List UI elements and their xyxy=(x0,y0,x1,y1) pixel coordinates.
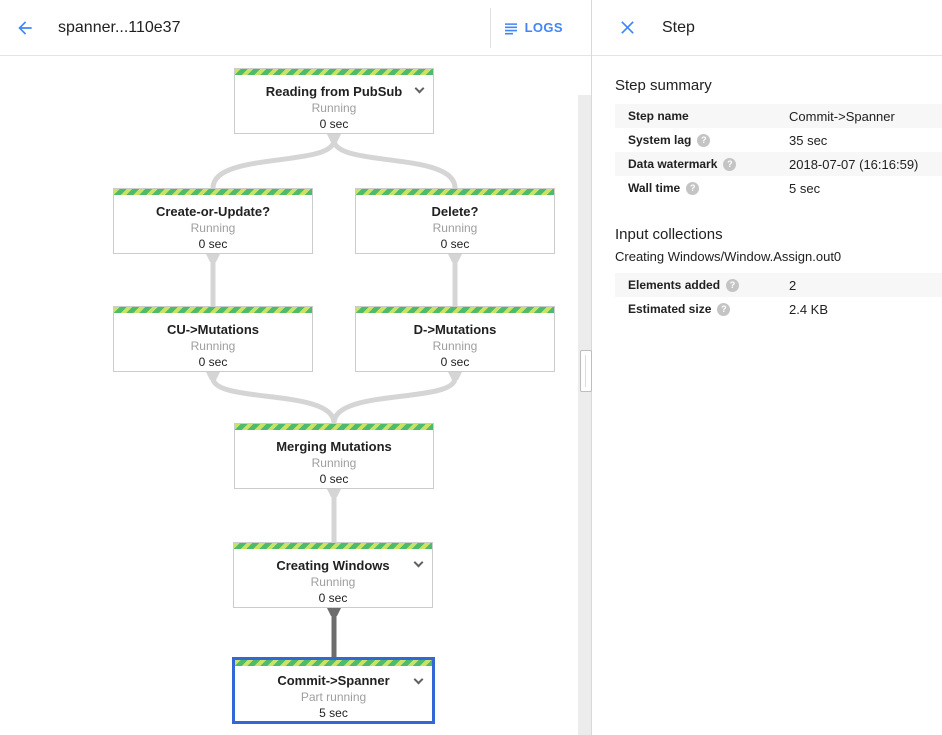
running-progress-stripe xyxy=(235,660,432,666)
panel-resize-handle[interactable] xyxy=(580,350,592,392)
back-button[interactable] xyxy=(12,15,38,41)
node-title: Reading from PubSub xyxy=(265,84,403,99)
property-label-text: Wall time xyxy=(628,181,681,195)
edge-stub xyxy=(327,134,341,142)
help-icon[interactable]: ? xyxy=(726,278,740,292)
graph-edges xyxy=(206,134,462,657)
property-label: Wall time? xyxy=(628,181,789,195)
property-label: Estimated size? xyxy=(628,302,789,316)
graph-node-delete[interactable]: Delete? Running 0 sec xyxy=(355,188,555,254)
node-status: Running xyxy=(190,339,236,353)
help-icon[interactable]: ? xyxy=(717,302,731,316)
property-row: Estimated size?2.4 KB xyxy=(615,297,942,321)
help-icon[interactable]: ? xyxy=(686,181,700,195)
node-title: Delete? xyxy=(431,204,479,219)
logs-button-label: LOGS xyxy=(524,20,563,35)
node-time: 0 sec xyxy=(198,237,228,251)
property-value: Commit->Spanner xyxy=(789,108,895,124)
property-value: 2.4 KB xyxy=(789,301,829,317)
logs-list-icon xyxy=(504,22,517,35)
node-title: Creating Windows xyxy=(276,558,390,573)
help-icon[interactable]: ? xyxy=(723,157,737,171)
panel-title: Step xyxy=(662,18,695,36)
property-value: 35 sec xyxy=(789,132,828,148)
running-progress-stripe xyxy=(234,543,432,549)
input-collection-name: Creating Windows/Window.Assign.out0 xyxy=(615,249,842,264)
edge xyxy=(331,139,458,189)
top-bar: spanner...110e37 LOGS Step xyxy=(0,0,942,56)
node-status: Running xyxy=(432,339,478,353)
job-title: spanner...110e37 xyxy=(58,18,181,36)
property-label-text: System lag xyxy=(628,133,692,147)
property-label: System lag? xyxy=(628,133,789,147)
running-progress-stripe xyxy=(235,424,433,430)
property-label-text: Estimated size xyxy=(628,302,712,316)
node-time: 0 sec xyxy=(440,237,470,251)
toolbar-separator xyxy=(489,7,491,48)
node-time: 0 sec xyxy=(198,355,228,369)
running-progress-stripe xyxy=(235,69,433,75)
property-row: Elements added?2 xyxy=(615,273,942,297)
property-label-text: Step name xyxy=(628,109,689,123)
edge-stub xyxy=(206,372,220,380)
node-title: Merging Mutations xyxy=(276,439,392,454)
node-status: Running xyxy=(311,456,357,470)
edge-stub xyxy=(448,372,462,380)
arrow-back-icon xyxy=(18,20,32,35)
node-time: 0 sec xyxy=(440,355,470,369)
graph-node-create-or-update[interactable]: Create-or-Update? Running 0 sec xyxy=(113,188,313,254)
property-label: Data watermark? xyxy=(628,157,789,171)
node-status: Running xyxy=(311,101,357,115)
node-time: 0 sec xyxy=(319,472,349,486)
input-collections-heading: Input collections xyxy=(615,226,723,243)
property-label: Elements added? xyxy=(628,278,789,292)
property-row: Data watermark?2018-07-07 (16:16:59) xyxy=(615,152,942,176)
node-time: 0 sec xyxy=(318,591,348,605)
panel-divider-track xyxy=(578,95,591,735)
property-row: System lag?35 sec xyxy=(615,128,942,152)
step-summary-heading: Step summary xyxy=(615,77,712,94)
close-icon xyxy=(620,21,634,34)
node-title: Create-or-Update? xyxy=(155,204,271,219)
node-time: 0 sec xyxy=(319,117,349,131)
node-status: Running xyxy=(310,575,356,589)
help-icon[interactable]: ? xyxy=(697,133,711,147)
property-row: Wall time?5 sec xyxy=(615,176,942,200)
running-progress-stripe xyxy=(356,307,554,313)
node-title: CU->Mutations xyxy=(166,322,260,337)
node-status: Part running xyxy=(300,690,367,704)
node-title: D->Mutations xyxy=(413,322,497,337)
property-value: 5 sec xyxy=(789,180,821,196)
logs-button[interactable]: LOGS xyxy=(491,0,577,55)
running-progress-stripe xyxy=(114,307,312,313)
property-row: Step name Commit->Spanner xyxy=(615,104,942,128)
property-value: 2 xyxy=(789,277,797,293)
step-panel-header: Step xyxy=(591,0,942,55)
property-label: Step name xyxy=(628,109,789,123)
property-label-text: Data watermark xyxy=(628,157,718,171)
edge xyxy=(210,377,337,424)
node-status: Running xyxy=(432,221,478,235)
node-title: Commit->Spanner xyxy=(277,673,390,688)
running-progress-stripe xyxy=(114,189,312,195)
top-bar-left: spanner...110e37 LOGS xyxy=(0,0,591,55)
node-status: Running xyxy=(190,221,236,235)
close-panel-button[interactable] xyxy=(614,15,640,41)
property-label-text: Elements added xyxy=(628,278,721,292)
property-value: 2018-07-07 (16:16:59) xyxy=(789,156,919,172)
running-progress-stripe xyxy=(356,189,554,195)
edge xyxy=(331,377,458,424)
edge xyxy=(210,139,337,189)
node-time: 5 sec xyxy=(319,706,348,720)
